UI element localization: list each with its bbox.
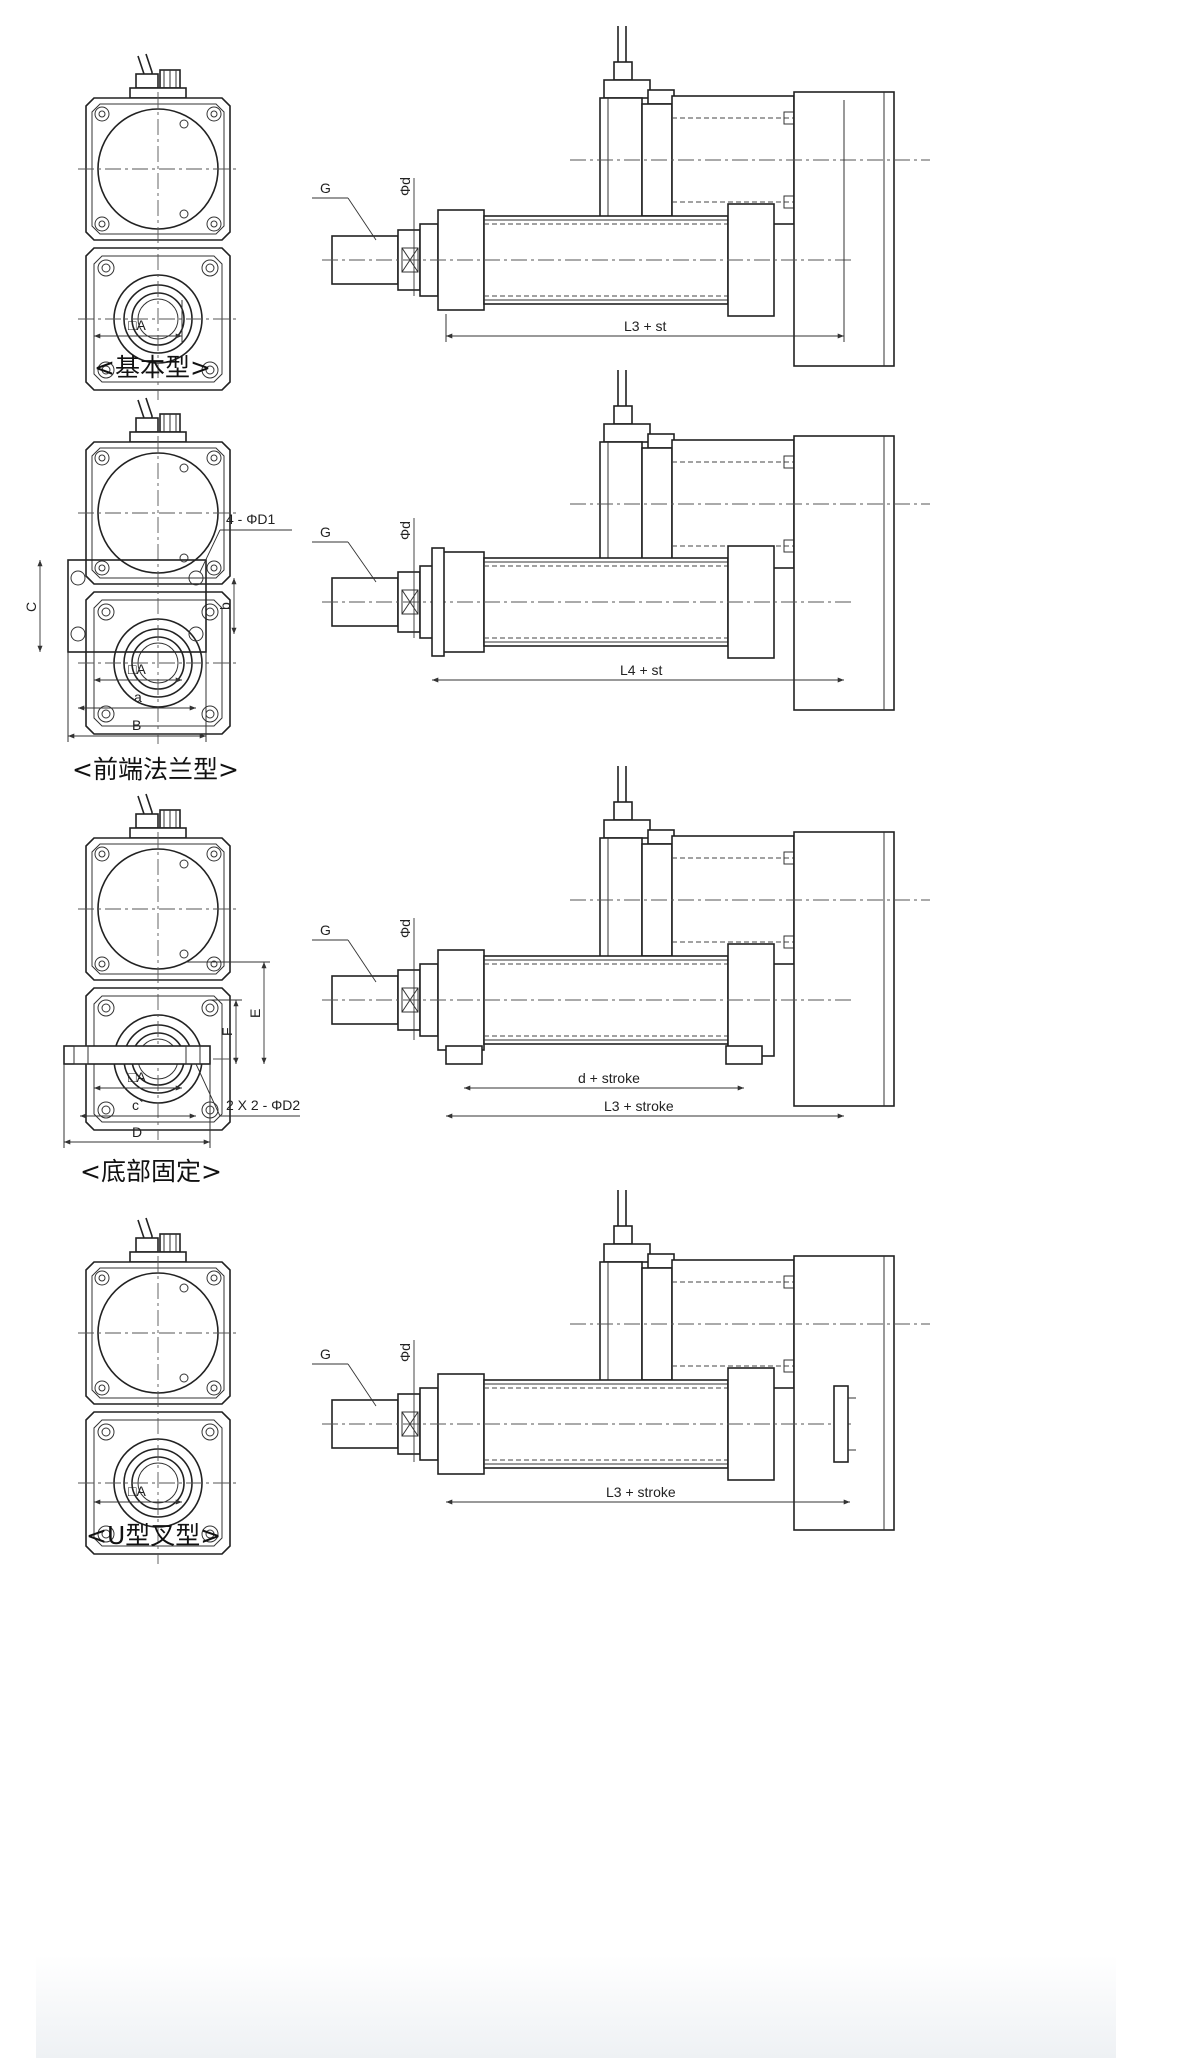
label-sq-a-basic: □A	[128, 317, 146, 333]
dim-flange	[37, 518, 844, 742]
label-g-basic: G	[320, 180, 331, 196]
label-length-bottom: L3 + stroke	[604, 1098, 674, 1114]
label-B-flange: B	[132, 717, 141, 733]
label-phi-d-basic: Φd	[397, 177, 413, 196]
caption-u-clevis: <U型叉型>	[86, 1521, 221, 1550]
label-phi-d-flange: Φd	[397, 521, 413, 540]
label-F-bottom: F	[219, 1027, 235, 1036]
label-length-clevis: L3 + stroke	[606, 1484, 676, 1500]
label-g-clevis: G	[320, 1346, 331, 1362]
caption-bottom-mount: <底部固定>	[80, 1157, 222, 1186]
caption-flange: <前端法兰型>	[72, 755, 239, 784]
dim-bottom-mount	[63, 918, 844, 1148]
label-E-bottom: E	[247, 1009, 263, 1018]
label-sq-a-clevis: □A	[128, 1483, 146, 1499]
label-holes-bottom: 2 X 2 - ΦD2	[226, 1097, 300, 1113]
dim-basic	[93, 100, 845, 342]
label-D-bottom: D	[132, 1124, 142, 1140]
caption-basic: <基本型>	[94, 353, 211, 382]
front-view-u-clevis	[77, 1217, 239, 1565]
label-g-bottom: G	[320, 922, 331, 938]
bottom-gradient-band	[36, 1955, 1116, 2058]
label-c-prime-bottom: c`	[132, 1097, 144, 1113]
label-length-flange: L4 + st	[620, 662, 663, 678]
label-phi-d-bottom: Φd	[397, 919, 413, 938]
label-sq-a-flange: □A	[128, 661, 146, 677]
label-a-flange: a	[134, 689, 142, 705]
side-view-basic	[321, 25, 931, 367]
label-g-flange: G	[320, 524, 331, 540]
dim-u-clevis	[94, 1340, 850, 1505]
label-c-flange: C	[23, 602, 39, 612]
label-holes-flange: 4 - ΦD1	[226, 511, 276, 527]
label-phi-d-clevis: Φd	[397, 1343, 413, 1362]
side-view-u-clevis	[321, 1189, 931, 1531]
label-length-basic: L3 + st	[624, 318, 667, 334]
side-view-flange	[321, 369, 931, 711]
label-d-stroke-bottom: d + stroke	[578, 1070, 640, 1086]
side-view-bottom-mount	[321, 765, 931, 1107]
front-view-basic	[77, 53, 239, 401]
front-view-flange	[67, 397, 239, 745]
label-b-flange: b	[217, 602, 233, 610]
front-view-bottom-mount	[63, 793, 239, 1141]
label-sq-a-bottom: □A	[128, 1069, 146, 1085]
